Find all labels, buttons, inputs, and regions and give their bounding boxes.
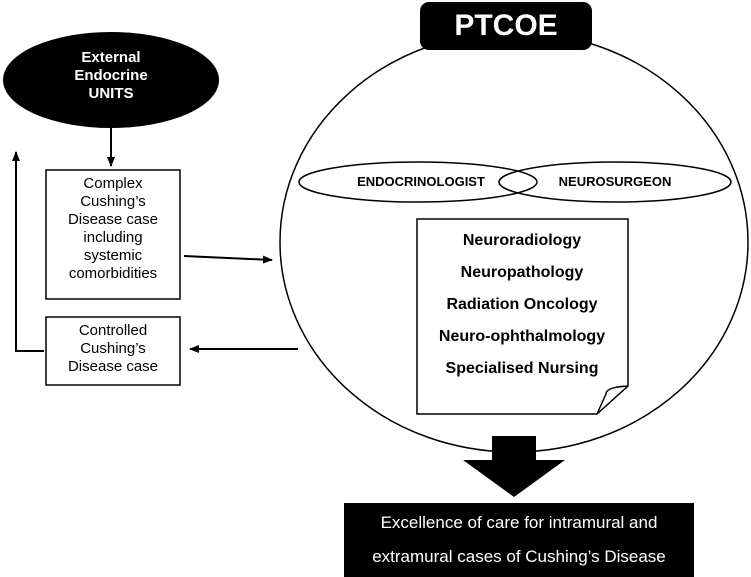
complex-case-line: Cushing’s	[80, 193, 146, 210]
external-units-line: UNITS	[88, 85, 134, 102]
external-units-label: External Endocrine UNITS	[34, 49, 188, 103]
complex-case-line: Complex	[83, 175, 143, 192]
controlled-case-line: Disease case	[67, 358, 159, 375]
ptcoe-title: PTCOE	[420, 2, 592, 50]
external-units-ellipse	[3, 32, 219, 128]
discipline-item: Neuro-ophthalmology	[438, 328, 606, 345]
neurosurgeon-label: NEUROSURGEON	[558, 174, 672, 189]
discipline-item: Neuroradiology	[462, 232, 582, 249]
controlled-case-box	[45, 316, 181, 386]
arrow-controlled-to-external	[12, 151, 44, 352]
discipline-item: Specialised Nursing	[445, 360, 599, 377]
disciplines-document	[416, 218, 629, 415]
complex-case-label: Complex Cushing’s Disease case including…	[46, 175, 180, 283]
complex-case-line: Disease case	[67, 211, 159, 228]
external-units-line: External	[81, 49, 141, 66]
arrow-complex-to-ptcoe	[183, 255, 273, 264]
neurosurgeon-ellipse	[498, 161, 732, 203]
endocrinologist-label: ENDOCRINOLOGIST	[357, 174, 485, 189]
down-arrow	[463, 436, 565, 497]
external-units-line: Endocrine	[74, 67, 148, 84]
discipline-item: Neuropathology	[460, 264, 584, 281]
controlled-case-line: Controlled	[78, 322, 148, 339]
complex-case-line: systemic	[83, 247, 143, 264]
controlled-case-label: Controlled Cushing’s Disease case	[46, 322, 180, 376]
complex-case-line: comorbidities	[68, 265, 158, 282]
outcome-line: Excellence of care for intramural and	[380, 513, 658, 532]
discipline-item: Radiation Oncology	[446, 296, 598, 313]
document-fold	[596, 385, 629, 415]
outcome-box: Excellence of care for intramural and ex…	[344, 503, 694, 577]
complex-case-box	[45, 169, 181, 300]
controlled-case-line: Cushing’s	[80, 340, 146, 357]
outcome-line: extramural cases of Cushing’s Disease	[372, 547, 666, 566]
complex-case-line: including	[83, 229, 143, 246]
endocrinologist-ellipse	[298, 161, 538, 203]
